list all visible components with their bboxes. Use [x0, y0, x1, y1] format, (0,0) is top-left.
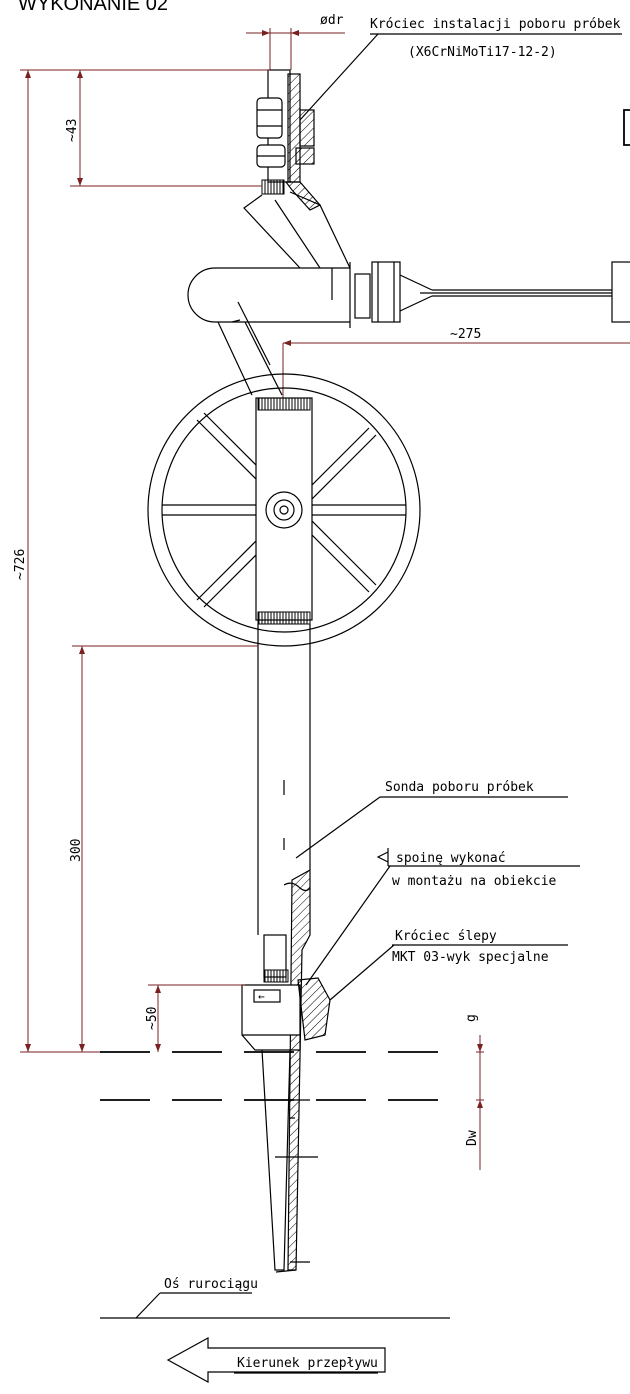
- dim-275-label: ~275: [450, 327, 481, 342]
- dim-dw-label: Dw: [465, 1130, 480, 1146]
- elbow-body: [187, 261, 630, 328]
- probe-label: Sonda poboru próbek: [385, 780, 534, 795]
- dim-dr: ødr: [246, 13, 345, 70]
- flow-direction-arrow: Kierunek przepływu: [166, 1336, 386, 1384]
- arrow-symbol: ←: [258, 990, 265, 1003]
- dim-275: ~275: [282, 327, 630, 400]
- weld-label-line1: spoinę wykonać: [396, 851, 506, 866]
- probe-label-group: Sonda poboru próbek: [295, 780, 568, 859]
- dim-dr-label: ødr: [320, 13, 344, 28]
- blind-label-group: Króciec ślepy MKT 03-wyk specjalne: [329, 929, 568, 1001]
- dim-g-dw: g Dw: [464, 1014, 484, 1170]
- probe-tube: [257, 624, 311, 1271]
- dim-50: ~50: [145, 984, 245, 1052]
- dim-g-label: g: [464, 1014, 479, 1022]
- blind-stub: ←: [241, 969, 331, 1273]
- blind-label-line1: Króciec ślepy: [395, 929, 497, 944]
- weld-label-group: spoinę wykonać w montażu na obiekcie: [305, 848, 580, 986]
- stub-name-label: Króciec instalacji poboru próbek: [370, 17, 621, 32]
- dim-43: ~43: [65, 69, 270, 187]
- lower-angled-pipe: [217, 301, 283, 396]
- flow-direction-label: Kierunek przepływu: [237, 1356, 378, 1371]
- drawing-title: WYKONANIE 02: [18, 0, 168, 15]
- pipe-wall-lines: [100, 1051, 460, 1101]
- dim-50-label: ~50: [145, 1007, 160, 1030]
- pipe-axis-group: Oś rurociągu: [100, 1277, 450, 1319]
- dim-300-label: 300: [69, 839, 84, 862]
- edge-box: [623, 109, 630, 146]
- upper-angled-pipe: [243, 191, 351, 269]
- dim-726-label: ~726: [13, 549, 28, 580]
- top-fitting: [256, 69, 321, 211]
- handwheel: [147, 373, 421, 647]
- dim-43-label: ~43: [65, 119, 80, 142]
- stub-label-group: Króciec instalacji poboru próbek (X6CrNi…: [299, 17, 622, 121]
- pipe-axis-label: Oś rurociągu: [164, 1277, 258, 1292]
- stub-material-label: (X6CrNiMoTi17-12-2): [408, 45, 557, 60]
- tip-marks: [275, 1099, 318, 1263]
- dim-726: ~726: [13, 69, 270, 1053]
- weld-label-line2: w montażu na obiekcie: [392, 874, 557, 889]
- blind-label-line2: MKT 03-wyk specjalne: [392, 950, 549, 965]
- dim-300: 300: [69, 645, 258, 1052]
